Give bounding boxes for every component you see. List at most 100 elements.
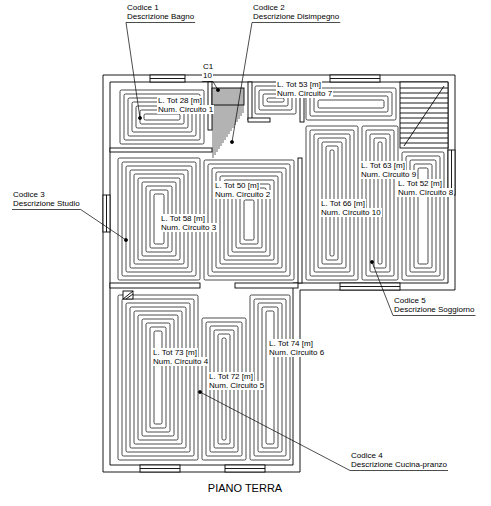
chimney (123, 291, 133, 299)
feed-pipe (225, 105, 226, 140)
outer-wall (103, 75, 455, 472)
manifold-hatch (223, 88, 224, 105)
stair-step (400, 138, 448, 139)
feed-pipe (227, 105, 228, 137)
manifold-hatch (235, 88, 236, 105)
plan-label: L. Tot 52 [m] (397, 179, 443, 188)
plan-label: Descrizione Cucina-pranzo (350, 460, 448, 469)
pipe-loop (142, 319, 174, 436)
stair-step (400, 123, 448, 124)
plan-label: Num. Circuito 3 (160, 223, 217, 232)
stair-step (400, 98, 448, 99)
pipe-loop (118, 295, 198, 460)
leader-line (372, 262, 393, 316)
pipe-loop (362, 126, 398, 280)
pipe-loop (138, 315, 178, 440)
plan-label: L. Tot 66 [m] (320, 199, 366, 208)
chimney-hatch (126, 294, 133, 299)
walls (103, 75, 455, 472)
manifold-hatch (229, 88, 230, 105)
plan-label: Num. Circuito 2 (214, 190, 271, 199)
pipe-loop (240, 196, 258, 244)
plan-label: Codice 1 (126, 3, 160, 12)
leader-dot (198, 390, 201, 393)
pipe-loop (366, 130, 394, 276)
pipe-loop (267, 98, 284, 102)
pipe-loop (120, 90, 204, 144)
leader-lines (12, 23, 476, 471)
plan-label: Num. Circuito 4 (152, 357, 209, 366)
plan-label: L. Tot 50 [m] (214, 181, 260, 190)
label-underline (12, 209, 81, 210)
plan-label: Num. Circuito 8 (397, 188, 454, 197)
plan-label: L. Tot 74 [m] (268, 339, 314, 348)
window (340, 283, 400, 290)
pipe-loop (134, 311, 182, 444)
leader-dot (216, 88, 219, 91)
pipe-loop (370, 134, 390, 272)
partition-wall (298, 158, 302, 283)
plan-label: Descrizione Studio (12, 199, 81, 208)
manifold-hatch (237, 88, 238, 105)
window (330, 75, 380, 82)
leader-line (200, 392, 350, 471)
leader-line (126, 23, 140, 119)
pipe-loop (154, 331, 162, 424)
plan-label: L. Tot 53 [m] (276, 80, 322, 89)
label-underline (126, 22, 195, 23)
label-underline (252, 22, 340, 23)
label-underline (350, 470, 448, 471)
plan-label: Num. Circuito 1 (157, 105, 214, 114)
partition-wall (110, 283, 200, 288)
window (140, 468, 180, 469)
feed-pipe (215, 105, 216, 155)
chimney-hatch (123, 291, 133, 299)
pipe-loop (150, 327, 166, 428)
pipe-loop (212, 168, 286, 272)
plan-label: Num. Circuito 7 (276, 89, 333, 98)
window (150, 75, 185, 82)
manifold-hatch (243, 88, 244, 105)
leader-line (81, 210, 126, 241)
stair-step (400, 88, 448, 89)
partition-wall (235, 283, 298, 288)
plan-label: Num. Circuito 6 (268, 348, 325, 357)
heating-pipes (118, 86, 444, 460)
pipe-loop (262, 307, 278, 448)
stair-line (404, 86, 444, 146)
stair-step (400, 133, 448, 134)
manifold-hatch (227, 88, 228, 105)
feed-pipe (229, 105, 230, 134)
pipe-loop (146, 323, 170, 432)
manifold-pipes (213, 88, 243, 158)
plan-title: PIANO TERRA (206, 482, 284, 495)
feed-pipe (231, 105, 232, 131)
manifold-hatch (233, 88, 234, 105)
staircase (400, 82, 448, 148)
pipe-loop (250, 295, 290, 460)
manifold-hatch (213, 88, 214, 105)
feed-pipe (223, 105, 224, 143)
plan-label: Num. Circuito 5 (208, 381, 265, 390)
pipe-loop (314, 96, 388, 112)
feed-pipe (217, 105, 218, 152)
stair-step (400, 143, 448, 144)
label-underline (202, 81, 213, 82)
feed-pipe (243, 105, 244, 113)
label-underline (393, 315, 476, 316)
plan-label: L. Tot 73 [m] (152, 348, 198, 357)
pipe-loop (374, 138, 386, 268)
plan-label: 10 (202, 71, 213, 80)
stair-step (400, 113, 448, 114)
plan-label: L. Tot 58 [m] (160, 214, 206, 223)
stair-step (400, 128, 448, 129)
window (225, 468, 265, 469)
window (140, 465, 180, 472)
manifold-hatch (215, 88, 216, 105)
feed-pipe (219, 105, 220, 149)
leader-dot (138, 116, 141, 119)
manifold (212, 88, 244, 105)
stair-step (400, 118, 448, 119)
plan-label: Num. Circuito 10 (320, 208, 382, 217)
plan-label: Descrizione Disimpegno (252, 12, 340, 21)
